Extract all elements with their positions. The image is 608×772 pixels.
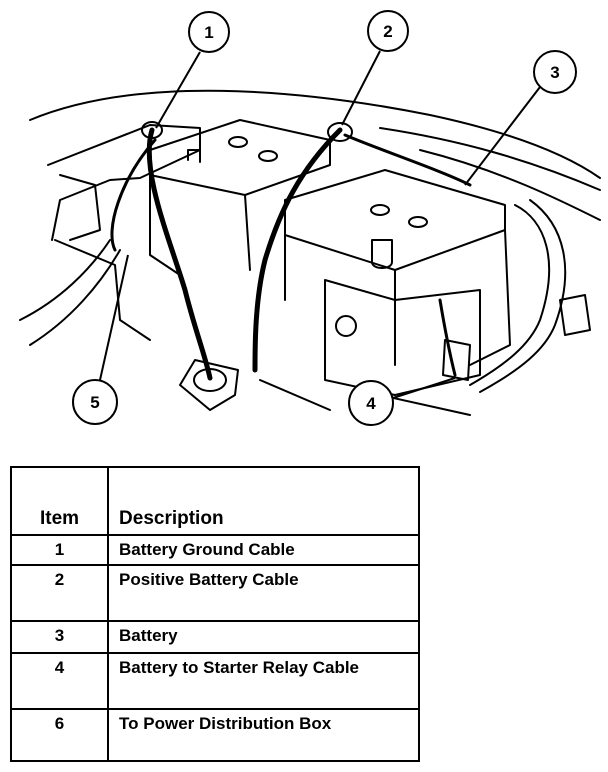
lower-line <box>259 379 331 411</box>
battery-rear-side <box>244 194 251 271</box>
left-housing <box>47 124 201 241</box>
cable-eyelet-ring <box>193 368 227 392</box>
legend-item-number: 6 <box>9 708 110 762</box>
legend-item-description: Battery Ground Cable <box>107 534 420 566</box>
ground-cable <box>146 127 213 381</box>
ground-cable-branch <box>110 138 157 252</box>
legend-header-item: Item <box>9 466 110 536</box>
hood-edge <box>29 89 601 179</box>
legend-header-description: Description <box>107 466 420 536</box>
legend-item-number: 3 <box>9 620 110 654</box>
hose <box>479 199 567 393</box>
battery-rear-post <box>187 149 201 163</box>
callout-4 <box>348 377 456 426</box>
callout-label-2: 2 <box>383 22 392 41</box>
legend-item-number: 1 <box>9 534 110 566</box>
battery-front-top <box>284 169 506 271</box>
battery-rear-cap <box>228 136 248 148</box>
tray <box>324 279 481 396</box>
legend-row: 1 Battery Ground Cable <box>9 534 420 566</box>
ground-terminal <box>141 121 163 139</box>
fender-edge-inner <box>419 149 601 221</box>
wire-harness <box>19 239 111 321</box>
legend-header-row: Item Description <box>9 466 420 536</box>
wire-harness <box>29 249 121 346</box>
callout-label-3: 3 <box>550 63 559 82</box>
fender-edge <box>379 127 601 191</box>
callout-label-4: 4 <box>366 394 376 413</box>
battery-rear-cap <box>258 150 278 162</box>
legend-row: 4 Battery to Starter Relay Cable <box>9 652 420 710</box>
relay-cable <box>438 298 457 377</box>
positive-cable <box>252 127 343 373</box>
battery-front-right <box>469 229 511 366</box>
hose <box>469 204 551 386</box>
callout-label-5: 5 <box>90 393 99 412</box>
right-fitting <box>559 294 591 336</box>
positive-terminal <box>327 122 353 142</box>
legend-item-description: Battery <box>107 620 420 654</box>
battery-front-post <box>371 239 393 269</box>
legend-item-description: Battery to Starter Relay Cable <box>107 652 420 710</box>
legend-table: Item Description 1 Battery Ground Cable … <box>9 466 420 762</box>
battery-rear-front <box>149 174 181 276</box>
relay-connector <box>442 339 471 381</box>
left-housing-front <box>54 239 151 341</box>
cable-eyelet <box>179 359 239 411</box>
callout-2 <box>341 10 409 126</box>
callout-3 <box>464 50 577 186</box>
legend-item-description: To Power Distribution Box <box>107 708 420 762</box>
legend-row: 2 Positive Battery Cable <box>9 564 420 622</box>
callout-1 <box>155 11 230 129</box>
positive-cable-branch <box>343 133 472 187</box>
battery-front-cap <box>408 216 428 228</box>
legend-item-description: Positive Battery Cable <box>107 564 420 622</box>
battery-rear-top <box>149 119 331 196</box>
battery-cable-illustration: 1 2 3 4 5 <box>19 10 601 426</box>
legend-row: 3 Battery <box>9 620 420 654</box>
battery-front-cap <box>370 204 390 216</box>
tray-hole <box>335 315 357 337</box>
left-bracket <box>59 174 101 241</box>
callout-5 <box>72 254 129 425</box>
legend-item-number: 4 <box>9 652 110 710</box>
legend-row: 6 To Power Distribution Box <box>9 708 420 762</box>
legend-item-number: 2 <box>9 564 110 622</box>
callout-label-1: 1 <box>204 23 213 42</box>
